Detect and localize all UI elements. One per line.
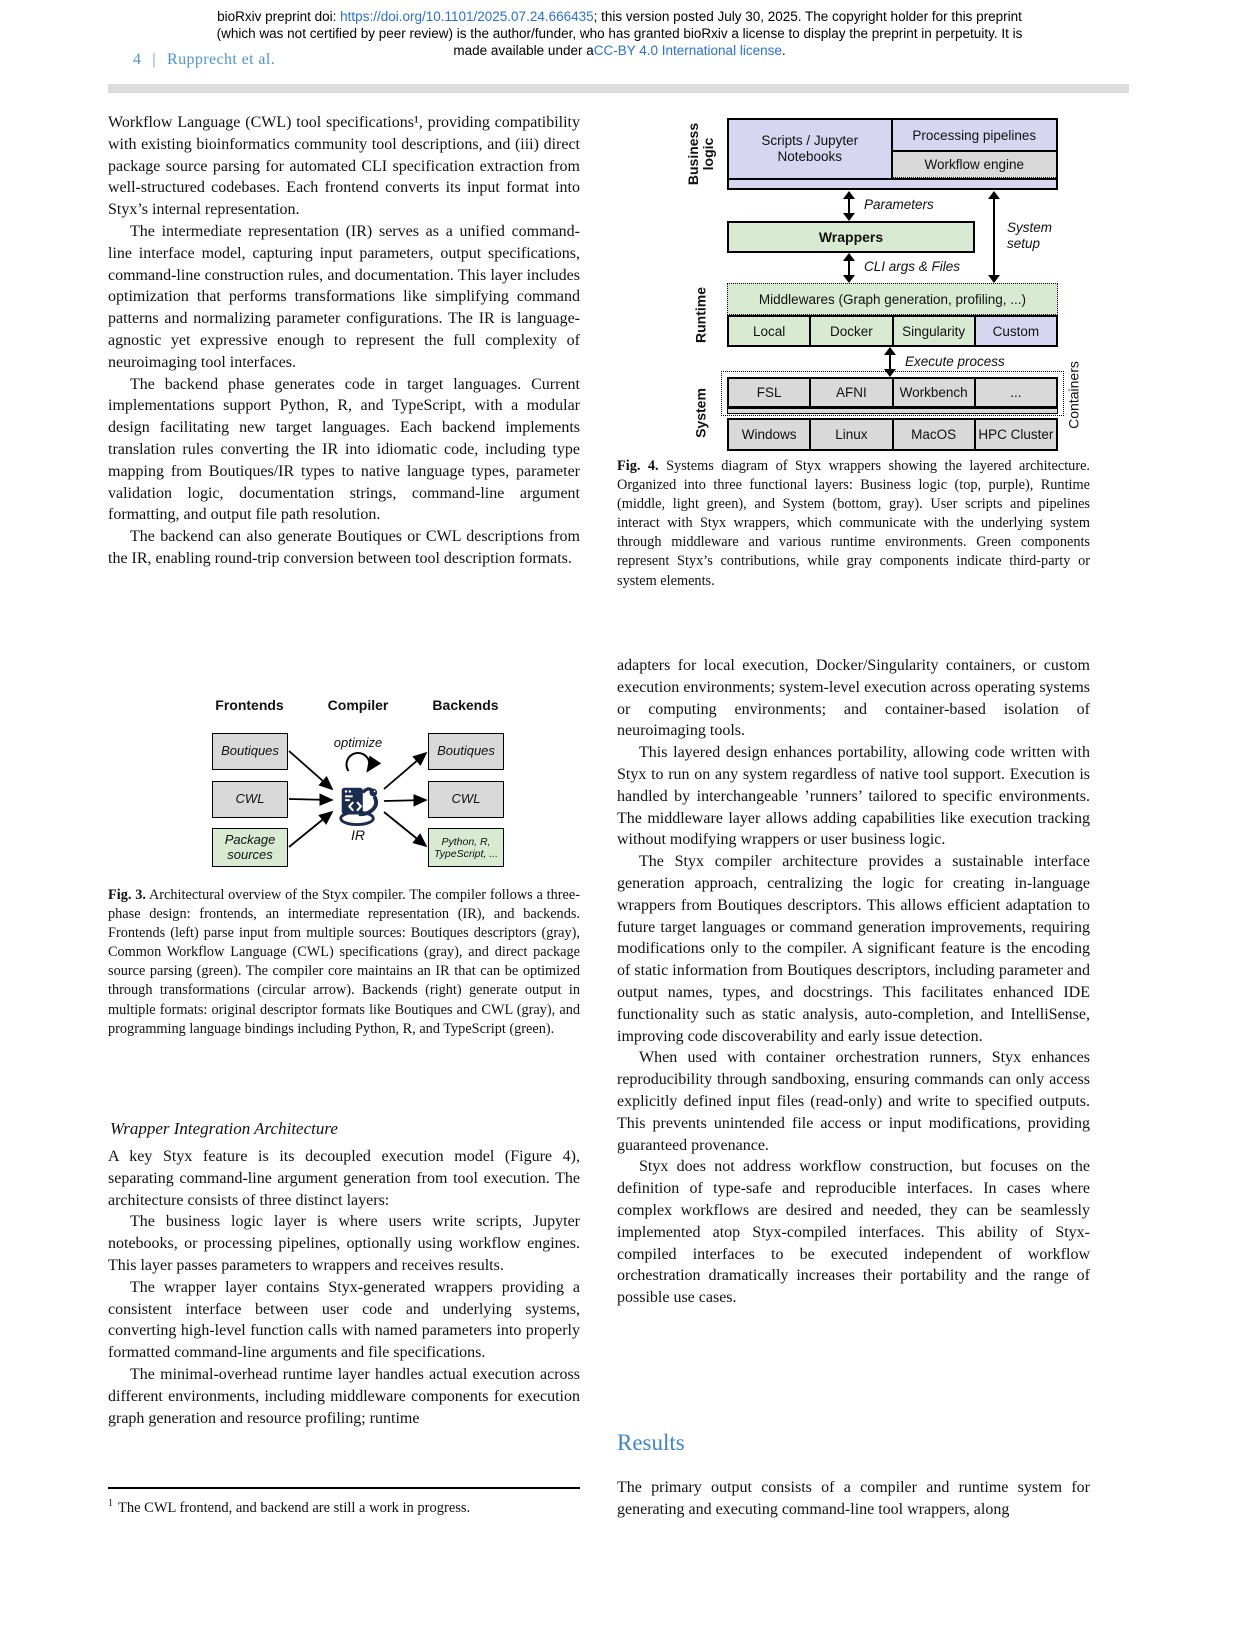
body-paragraph: Workflow Language (CWL) tool specificati… [108,114,580,219]
header-line-1: bioRxiv preprint doi: https://doi.org/10… [70,8,1169,25]
body-block: adapters for local execution, Docker/Sin… [617,655,1090,1430]
fig3-arrows [288,750,428,848]
header-text: ; this version posted July 30, 2025. The… [593,9,1022,24]
page-number: 4 [133,51,142,68]
fig3-backend-boutiques: Boutiques [428,733,504,770]
body-paragraph: The intermediate representation (IR) ser… [108,222,580,371]
fig4-execute-label: Execute process [905,354,1005,369]
styx-logo-icon [335,781,381,827]
subsection-heading: Wrapper Integration Architecture [110,1119,338,1138]
fig3-caption-text: Architectural overview of the Styx compi… [108,887,580,1037]
header-line-2: (which was not certified by peer review)… [216,26,1023,41]
figure-4: Business logic Runtime System Scripts / … [617,100,1090,452]
cli-args-double-arrow-icon [843,253,855,283]
body-paragraph: Styx does not address workflow construct… [617,1158,1090,1307]
fig4-runtime-docker: Docker [809,315,894,347]
footnote-text: The CWL frontend, and backend are still … [118,1499,471,1516]
fig4-caption-text: Systems diagram of Styx wrappers showing… [617,458,1091,589]
authors: Rupprecht et al. [167,51,276,68]
footnote: 1 The CWL frontend, and backend are still… [108,1495,580,1517]
body-paragraph: The minimal-overhead runtime layer handl… [108,1365,580,1427]
parameters-double-arrow-icon [843,191,855,221]
fig4-business-strip [729,178,1056,188]
body-paragraph: The backend phase generates code in targ… [108,375,580,524]
fig4-os-hpc: HPC Cluster [973,418,1058,451]
left-column: Workflow Language (CWL) tool specificati… [108,0,580,1629]
right-column: Business logic Runtime System Scripts / … [617,0,1090,1629]
footnote-marker: 1 [108,1498,113,1509]
body-paragraph: The backend can also generate Boutiques … [108,528,580,567]
fig4-processing-pipelines-box: Processing pipelines [912,127,1037,143]
body-block: The primary output consists of a compile… [617,1477,1090,1525]
fig4-tool-workbench: Workbench [891,377,976,408]
fig4-runtime-local: Local [727,315,812,347]
results-heading: Results [617,1430,685,1455]
fig3-backend-cwl: CWL [428,781,504,818]
fig4-parameters-label: Parameters [864,197,934,212]
fig4-tool-more: ... [973,377,1058,408]
fig3-caption: Fig. 3. Architectural overview of the St… [108,886,580,1039]
fig4-workflow-engine-box: Workflow engine [892,150,1056,178]
fig3-frontend-package-sources: Package sources [212,828,288,867]
fig4-containers-outline [721,371,1064,416]
fig4-os-row: Windows Linux MacOS HPC Cluster [727,418,1058,451]
fig4-layer-runtime-label: Runtime [692,287,709,343]
fig4-layer-business-label: Business logic [685,122,716,186]
body-paragraph: When used with container orchestration r… [617,1049,1090,1154]
fig4-caption-label: Fig. 4. [617,458,659,474]
body-block: Workflow Language (CWL) tool specificati… [108,112,580,694]
header-line-3: made available under aCC-BY 4.0 Internat… [70,42,1169,59]
body-paragraph: The primary output consists of a compile… [617,1479,1090,1518]
header-text: made available under a [453,43,594,58]
license-link[interactable]: CC-BY 4.0 International license [593,43,782,58]
fig4-runtime-row: Local Docker Singularity Custom [727,315,1058,347]
fig4-tools-row: FSL AFNI Workbench ... [727,377,1058,408]
biorxiv-header: bioRxiv preprint doi: https://doi.org/10… [70,8,1169,59]
fig4-runtime-custom: Custom [973,315,1058,347]
footnote-rule [108,1487,580,1489]
header-text: . [781,43,786,58]
fig3-frontend-boutiques: Boutiques [212,733,288,770]
fig4-layer-system-label: System [692,388,709,438]
fig3-compiler-header: Compiler [327,697,389,713]
body-paragraph: This layered design enhances portability… [617,744,1090,849]
fig4-tool-fsl: FSL [727,377,812,408]
fig3-backend-languages: Python, R, TypeScript, ... [428,828,504,867]
fig3-caption-label: Fig. 3. [108,887,146,903]
header-divider [108,84,1129,93]
fig4-containers-label: Containers [1065,361,1082,429]
running-head: 4 | Rupprecht et al. [133,51,275,69]
fig4-system-setup-label: System setup [1007,220,1053,251]
fig4-middlewares-box: Middlewares (Graph generation, profiling… [727,283,1058,315]
fig3-ir-label: IR [351,827,365,843]
fig4-system-strip [727,408,1058,414]
fig4-cli-label: CLI args & Files [864,259,961,274]
fig4-caption: Fig. 4. Systems diagram of Styx wrappers… [617,457,1090,591]
body-paragraph: adapters for local execution, Docker/Sin… [617,657,1090,740]
separator: | [152,51,157,68]
body-paragraph: The Styx compiler architecture provides … [617,853,1090,1045]
body-paragraph: The business logic layer is where users … [108,1213,580,1274]
fig4-tool-afni: AFNI [809,377,894,408]
figure-3: Frontends Compiler Backends optimize Bou… [108,697,580,875]
body-paragraph: A key Styx feature is its decoupled exec… [108,1148,580,1209]
fig4-os-linux: Linux [809,418,894,451]
header-text: bioRxiv preprint doi: [217,9,341,24]
fig3-backends-header: Backends [432,697,499,713]
doi-link[interactable]: https://doi.org/10.1101/2025.07.24.66643… [340,9,594,24]
fig4-scripts-box: Scripts / Jupyter Notebooks [729,120,893,178]
execute-process-double-arrow-icon [884,347,896,377]
fig4-business-box: Scripts / Jupyter Notebooks Processing p… [727,118,1058,190]
body-paragraph: The wrapper layer contains Styx-generate… [108,1278,580,1362]
fig3-frontend-cwl: CWL [212,781,288,818]
fig4-runtime-singularity: Singularity [891,315,976,347]
fig4-os-windows: Windows [727,418,812,451]
system-setup-double-arrow-icon [988,191,1000,283]
body-block: A key Styx feature is its decoupled exec… [108,1146,580,1479]
fig4-wrappers-box: Wrappers [727,221,975,253]
fig3-optimize-label: optimize [333,735,383,750]
fig3-frontends-header: Frontends [215,697,284,713]
fig4-os-macos: MacOS [891,418,976,451]
